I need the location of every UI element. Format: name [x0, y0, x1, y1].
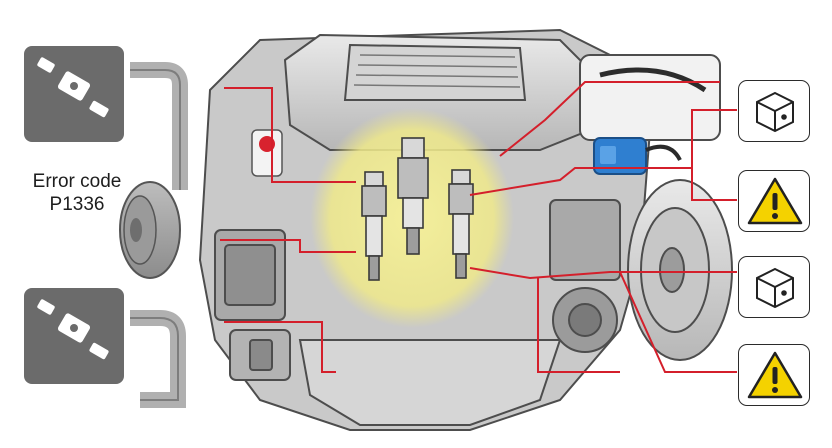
spark-plugs — [361, 137, 474, 281]
part-box-button-1[interactable] — [738, 80, 810, 142]
warning-triangle-icon — [747, 351, 803, 399]
warning-button-1[interactable] — [738, 170, 810, 232]
error-label-code: P1336 — [49, 194, 105, 215]
part-box-icon — [756, 91, 794, 133]
crankshaft-sensor-icon — [37, 57, 109, 118]
left-top-tile[interactable] — [24, 46, 124, 142]
blue-connector — [593, 137, 682, 175]
left-hoses — [130, 62, 188, 408]
right-housing — [579, 54, 733, 361]
part-box-icon — [756, 267, 794, 309]
spark-plug-right — [448, 169, 474, 279]
callout-lines — [220, 81, 737, 373]
reservoir-cap — [251, 129, 283, 177]
spark-plug-center — [397, 137, 429, 255]
error-code-label: Error code P1336 — [14, 170, 140, 216]
spark-plug-left — [361, 171, 387, 281]
warning-button-2[interactable] — [738, 344, 810, 406]
warning-triangle-icon — [747, 177, 803, 225]
crankshaft-sensor-icon — [37, 299, 109, 360]
error-label-line1: Error code — [32, 171, 122, 192]
part-box-button-2[interactable] — [738, 256, 810, 318]
left-bottom-tile[interactable] — [24, 288, 124, 384]
left-pulley — [119, 181, 181, 279]
